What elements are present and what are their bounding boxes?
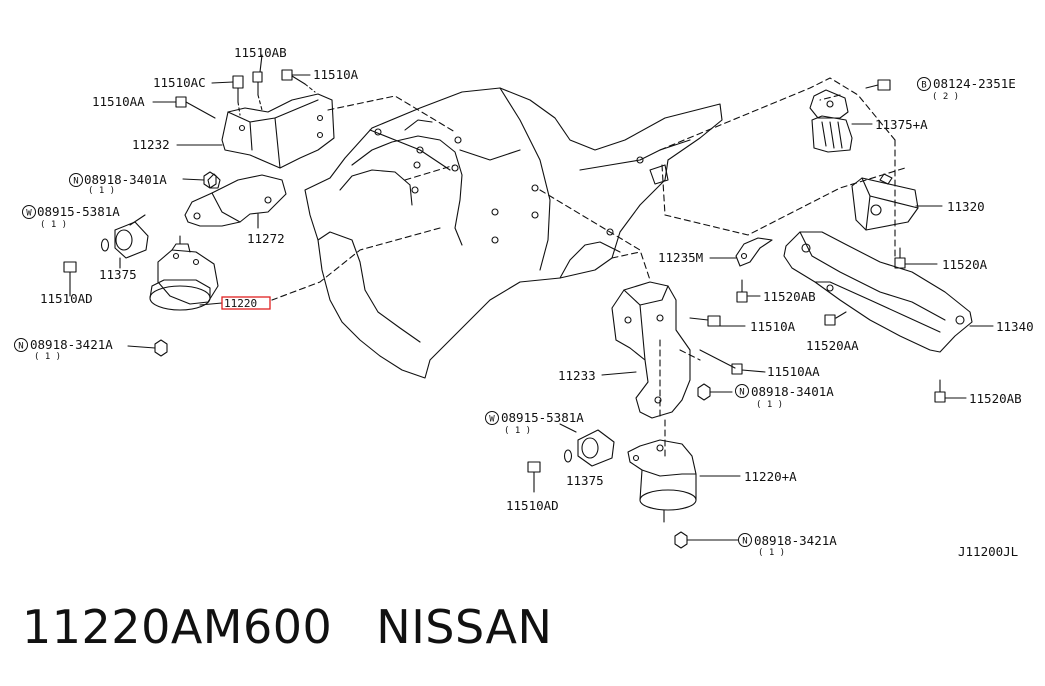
label-08915-5381a-left: 08915-5381A [37, 204, 120, 219]
badge-n-right-2 [738, 533, 752, 547]
label-11520ab-bottom: 11520AB [969, 391, 1022, 406]
badge-w-left [22, 205, 36, 219]
bolt-11520ab-bottom [934, 379, 946, 403]
bolt-11520aa [824, 311, 847, 326]
diagram-code: J11200JL [958, 544, 1018, 559]
bolt-11510aa-left [175, 96, 216, 119]
bolt-11510aa-mid [699, 349, 743, 375]
bolt-11510a-mid [689, 315, 721, 327]
bolt-11520a [894, 247, 906, 269]
badge-n-left-2 [14, 338, 28, 352]
label-11235m: 11235M [658, 250, 703, 265]
badge-letter: N [739, 388, 744, 398]
label-08918-3401a-left: 08918-3401A [84, 172, 167, 187]
nut-08918-3401a-right [697, 383, 711, 401]
engine-block [304, 87, 723, 379]
label-11510a-mid: 11510A [750, 319, 796, 334]
qty-08124-2351e: ( 2 ) [932, 92, 959, 102]
bracket-11272 [184, 173, 287, 227]
label-11510a-top: 11510A [313, 67, 359, 82]
part-labels: 11510AB 11510AC 11510A 11510AA 11232 089… [30, 45, 1034, 559]
qty-08918-3421a-right: ( 1 ) [758, 548, 785, 558]
bracket-11235m [735, 237, 773, 267]
brand-name: NISSAN [376, 600, 553, 654]
label-11320: 11320 [947, 199, 985, 214]
badge-w-right [485, 411, 499, 425]
badge-letters: N W N B N W N [18, 81, 926, 547]
highlight-box[interactable] [221, 296, 271, 310]
nut-08918-3401a-left [182, 171, 217, 189]
label-11272: 11272 [247, 231, 285, 246]
label-11520aa: 11520AA [806, 338, 859, 353]
label-08918-3421a-left: 08918-3421A [30, 337, 113, 352]
badge-b [917, 77, 931, 91]
badge-letter: N [18, 342, 23, 352]
label-08918-3421a-right: 08918-3421A [754, 533, 837, 548]
engine-mount-11220 [149, 235, 219, 311]
nut-08918-3421a-right [674, 531, 739, 549]
highlight-label[interactable]: 11220 [224, 297, 257, 310]
badge-letter: N [742, 537, 747, 547]
part-title: 11220AM600 NISSAN [22, 600, 552, 654]
guide-lines [271, 77, 906, 461]
bolt-11510ad-left [63, 261, 77, 291]
mount-11320 [851, 173, 919, 231]
label-11375-right: 11375 [566, 473, 604, 488]
qty-08918-3401a-right: ( 1 ) [756, 400, 783, 410]
crossmember-11340 [783, 231, 973, 353]
badge-letter: B [921, 81, 926, 91]
bolt-08124-2351e [865, 79, 891, 91]
bolt-11520ab-mid [736, 279, 748, 303]
label-08915-5381a-right: 08915-5381A [501, 410, 584, 425]
badge-letter: W [489, 415, 495, 425]
part-number: 11220AM600 [22, 600, 333, 654]
label-08124-2351e: 08124-2351E [933, 76, 1016, 91]
label-11510aa-left: 11510AA [92, 94, 145, 109]
label-11510aa-mid: 11510AA [767, 364, 820, 379]
label-11510ad-left: 11510AD [40, 291, 93, 306]
badge-n-right-1 [735, 384, 749, 398]
label-11233: 11233 [558, 368, 596, 383]
label-11520ab-mid: 11520AB [763, 289, 816, 304]
engine-mount-11220a [627, 439, 697, 523]
badge-n-left-1 [69, 173, 83, 187]
label-11510ac: 11510AC [153, 75, 206, 90]
leaders-left [69, 54, 311, 306]
qty-08918-3401a-left: ( 1 ) [88, 186, 115, 196]
bolt-11510ad-right [527, 461, 541, 493]
nut-08918-3421a-left [127, 339, 168, 357]
bolt-11510ac [232, 75, 244, 103]
label-08918-3401a-right: 08918-3401A [751, 384, 834, 399]
badges [14, 77, 931, 547]
bolt-11510ab [252, 71, 263, 96]
bracket-11232 [221, 93, 335, 169]
label-11510ab-top: 11510AB [234, 45, 287, 60]
label-11520a: 11520A [942, 257, 988, 272]
label-11510ad-right: 11510AD [506, 498, 559, 513]
bracket-11375a [809, 89, 853, 153]
badge-letter: N [73, 177, 78, 187]
bushing-11375-right [563, 429, 615, 467]
bracket-11233 [611, 281, 691, 419]
label-11220a: 11220+A [744, 469, 797, 484]
label-11375-left: 11375 [99, 267, 137, 282]
leaders-right [559, 123, 994, 477]
bolt-11510a-top [281, 69, 306, 85]
label-11375a: 11375+A [875, 117, 928, 132]
label-11232: 11232 [132, 137, 170, 152]
qty-08918-3421a-left: ( 1 ) [34, 352, 61, 362]
engine-mount-diagram: N W N B N W N 11220 11510AB 11510AC 1151… [14, 45, 1034, 559]
badge-letter: W [26, 209, 32, 219]
label-11340: 11340 [996, 319, 1034, 334]
qty-08915-5381a-right: ( 1 ) [504, 426, 531, 436]
qty-08915-5381a-left: ( 1 ) [40, 220, 67, 230]
bushing-11375-left [100, 221, 149, 259]
